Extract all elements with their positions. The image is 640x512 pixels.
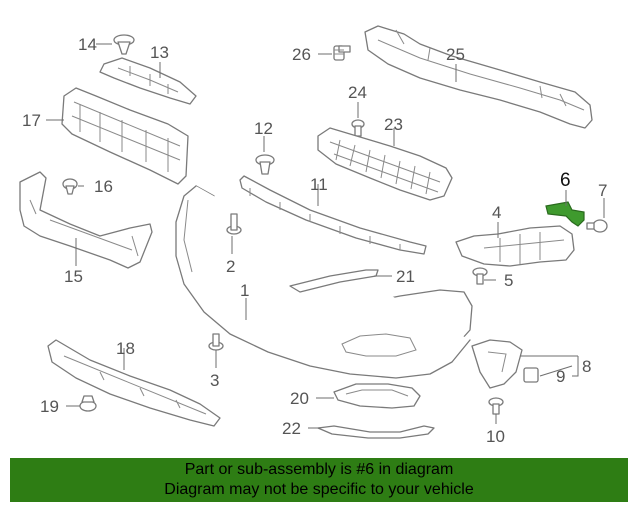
part-3-bolt[interactable] bbox=[208, 333, 224, 351]
callout-6-highlighted: 6 bbox=[560, 170, 571, 191]
callout-16: 16 bbox=[94, 177, 113, 196]
part-9-retainer[interactable] bbox=[523, 367, 539, 383]
callout-26: 26 bbox=[292, 45, 311, 64]
callout-10: 10 bbox=[486, 427, 505, 446]
part-26-bolt[interactable] bbox=[333, 45, 351, 61]
callout-19: 19 bbox=[40, 397, 59, 416]
part-16-clip[interactable] bbox=[62, 178, 78, 195]
part-20-fog-bezel[interactable] bbox=[333, 383, 421, 409]
info-banner: Part or sub-assembly is #6 in diagram Di… bbox=[10, 458, 628, 502]
part-21-trim-strip[interactable] bbox=[289, 269, 379, 293]
part-23-grille[interactable] bbox=[317, 127, 453, 201]
part-10-clip[interactable] bbox=[488, 397, 504, 415]
part-17-grille-support[interactable] bbox=[61, 87, 189, 185]
callout-labels: 14 13 17 12 16 15 2 1 3 18 19 20 22 11 2… bbox=[22, 35, 607, 446]
callout-24: 24 bbox=[348, 83, 367, 102]
part-13-upper-cover[interactable] bbox=[99, 57, 197, 105]
part-11-molding[interactable] bbox=[239, 175, 427, 255]
banner-line-part-number: Part or sub-assembly is #6 in diagram bbox=[184, 461, 454, 478]
part-18-lower-cover[interactable] bbox=[47, 339, 221, 427]
callout-3: 3 bbox=[210, 371, 219, 390]
part-5-clip[interactable] bbox=[472, 267, 488, 285]
callout-20: 20 bbox=[290, 389, 309, 408]
callout-15: 15 bbox=[64, 267, 83, 286]
callout-18: 18 bbox=[116, 339, 135, 358]
part-4-side-bracket[interactable] bbox=[455, 225, 575, 267]
callout-7: 7 bbox=[598, 181, 607, 200]
part-14-clip[interactable] bbox=[113, 34, 135, 55]
part-7-screw[interactable] bbox=[586, 219, 608, 233]
part-19-clip[interactable] bbox=[79, 395, 97, 412]
callout-14: 14 bbox=[78, 35, 97, 54]
callout-1: 1 bbox=[240, 281, 249, 300]
part-15-bracket[interactable] bbox=[19, 171, 153, 269]
callout-13: 13 bbox=[150, 43, 169, 62]
banner-line-disclaimer: Diagram may not be specific to your vehi… bbox=[164, 481, 474, 498]
callout-12: 12 bbox=[254, 119, 273, 138]
part-6-bracket-highlighted[interactable] bbox=[545, 201, 585, 227]
callout-8: 8 bbox=[582, 357, 591, 376]
callout-9: 9 bbox=[556, 367, 565, 386]
callout-4: 4 bbox=[492, 203, 501, 222]
callout-11: 11 bbox=[310, 175, 328, 194]
callout-5: 5 bbox=[504, 271, 513, 290]
callout-2: 2 bbox=[226, 257, 235, 276]
part-25-energy-absorber[interactable] bbox=[364, 25, 593, 129]
part-12-clip[interactable] bbox=[255, 154, 275, 175]
part-2-bolt[interactable] bbox=[226, 213, 242, 235]
callout-21: 21 bbox=[396, 267, 415, 286]
callout-25: 25 bbox=[446, 45, 465, 64]
callout-22: 22 bbox=[282, 419, 301, 438]
part-8-spacer[interactable] bbox=[471, 339, 523, 389]
callout-23: 23 bbox=[384, 115, 403, 134]
part-22-lower-trim[interactable] bbox=[317, 425, 435, 439]
leader-lines bbox=[46, 43, 605, 429]
exploded-parts-diagram: 14 13 17 12 16 15 2 1 3 18 19 20 22 11 2… bbox=[19, 25, 608, 446]
callout-17: 17 bbox=[22, 111, 41, 130]
part-24-screw[interactable] bbox=[351, 119, 365, 137]
